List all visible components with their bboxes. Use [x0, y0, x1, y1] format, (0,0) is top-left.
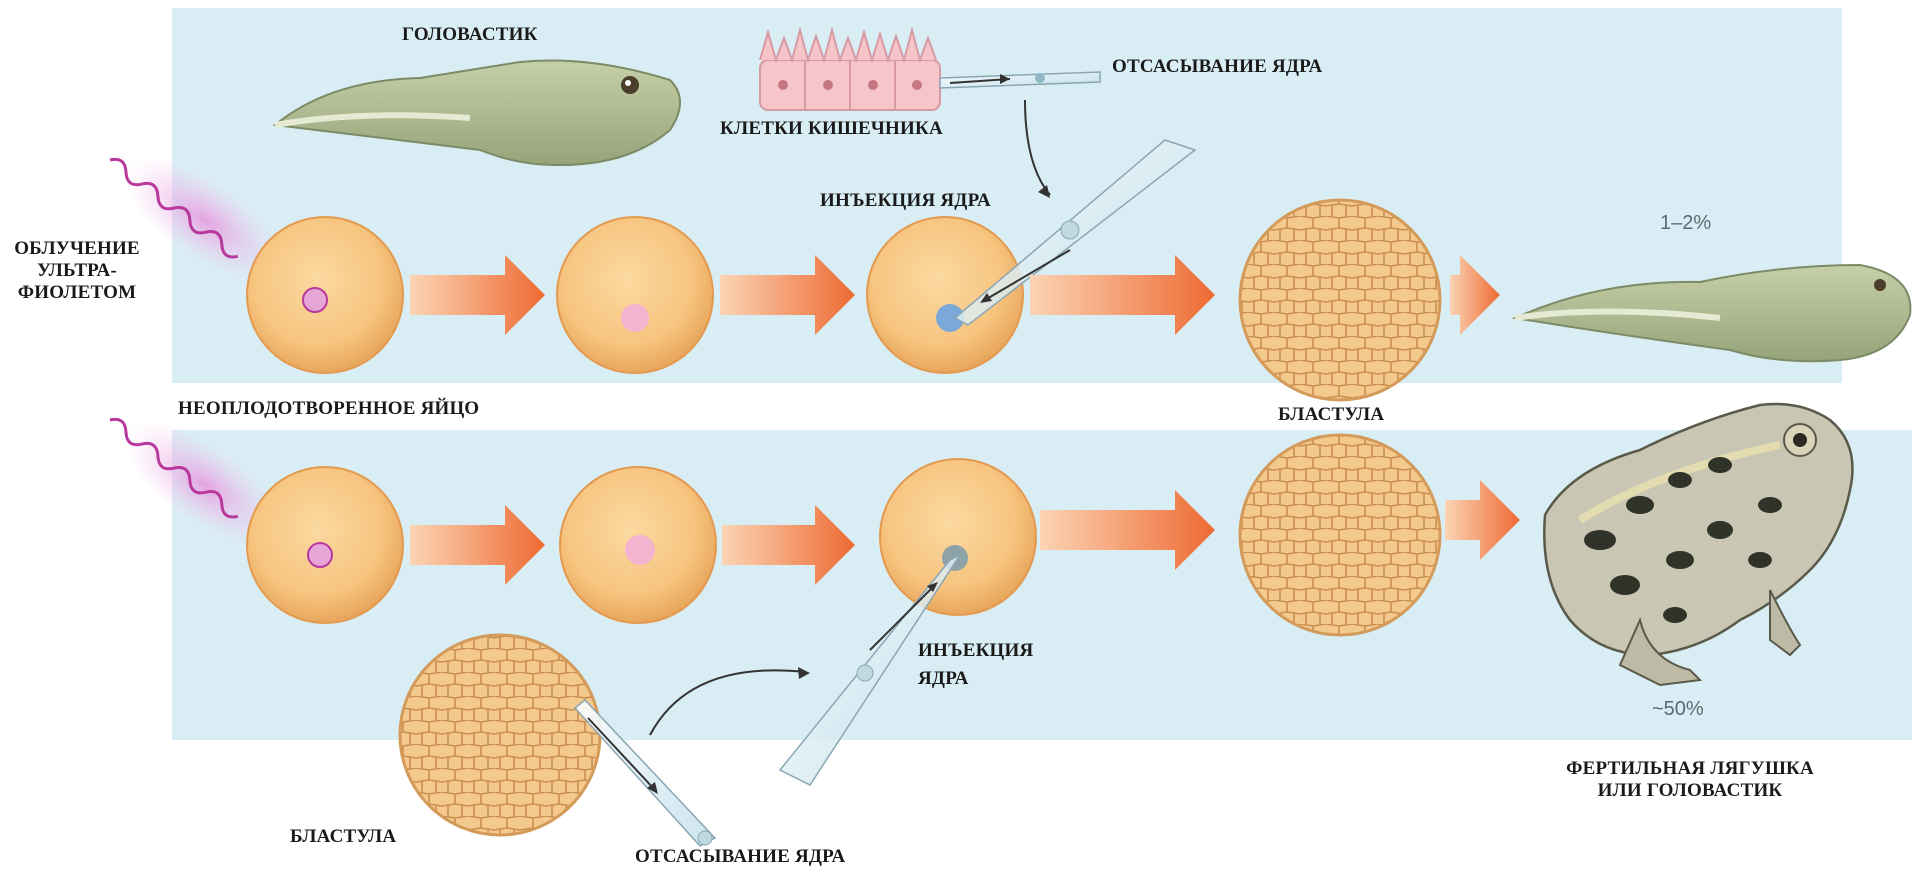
arrow-bottom-3: [1040, 490, 1215, 570]
label-injection-line-2: ЯДРА: [918, 668, 1033, 690]
arrow-top-2: [720, 255, 855, 335]
blastula-bottom: [400, 635, 600, 835]
curved-arrow-top: [1025, 100, 1050, 195]
nucleus-top-1: [303, 288, 327, 312]
label-nucleus-suction-top: ОТСАСЫВАНИЕ ЯДРА: [1112, 56, 1322, 78]
blastula-top: [1240, 200, 1440, 400]
curved-arrow-bottom: [650, 670, 805, 735]
label-intestine-cells: КЛЕТКИ КИШЕЧНИКА: [720, 118, 943, 140]
label-nucleus-injection-top: ИНЪЕКЦИЯ ЯДРА: [820, 190, 991, 212]
label-uv-line-2: УЛЬТРА-: [2, 260, 152, 282]
suction-pipette-bottom-icon: [575, 700, 715, 846]
suction-pipette-top-icon: [940, 72, 1100, 88]
percent-bottom-row: ~50%: [1652, 698, 1704, 721]
curved-arrow-bottom-head: [798, 667, 810, 679]
intestine-cells-icon: [760, 30, 940, 110]
nucleus-top-2: [621, 304, 649, 332]
label-uv-irradiation: ОБЛУЧЕНИЕ УЛЬТРА- ФИОЛЕТОМ: [2, 238, 152, 304]
percent-top-row: 1–2%: [1660, 212, 1711, 235]
egg-top-2: [557, 217, 713, 373]
tadpole-result-icon: [1515, 265, 1910, 361]
egg-bottom-3: [880, 459, 1036, 615]
label-fertile-line-2: ИЛИ ГОЛОВАСТИК: [1525, 780, 1855, 802]
label-unfertilized-egg: НЕОПЛОДОТВОРЕННОЕ ЯЙЦО: [178, 398, 479, 420]
label-nucleus-injection-bottom: ИНЪЕКЦИЯ ЯДРА: [918, 640, 1033, 690]
label-injection-line-1: ИНЪЕКЦИЯ: [918, 640, 1033, 662]
label-fertile-result: ФЕРТИЛЬНАЯ ЛЯГУШКА ИЛИ ГОЛОВАСТИК: [1525, 758, 1855, 802]
arrow-top-1: [410, 255, 545, 335]
arrow-top-3: [1030, 255, 1215, 335]
arrow-bottom-2: [722, 505, 855, 585]
arrow-bottom-1: [410, 505, 545, 585]
nucleus-bottom-1: [308, 543, 332, 567]
label-nucleus-suction-bottom: ОТСАСЫВАНИЕ ЯДРА: [635, 846, 845, 868]
nucleus-bottom-2: [625, 535, 655, 565]
label-uv-line-3: ФИОЛЕТОМ: [2, 282, 152, 304]
frog-icon: [1544, 404, 1852, 685]
arrow-top-4: [1450, 255, 1500, 335]
label-blastula-bottom: БЛАСТУЛА: [290, 826, 396, 848]
label-blastula-middle: БЛАСТУЛА: [1278, 404, 1384, 426]
tadpole-icon: [275, 60, 680, 165]
label-tadpole: ГОЛОВАСТИК: [402, 24, 538, 46]
arrow-bottom-4: [1445, 480, 1520, 560]
label-uv-line-1: ОБЛУЧЕНИЕ: [2, 238, 152, 260]
label-fertile-line-1: ФЕРТИЛЬНАЯ ЛЯГУШКА: [1525, 758, 1855, 780]
blastula-middle: [1240, 435, 1440, 635]
